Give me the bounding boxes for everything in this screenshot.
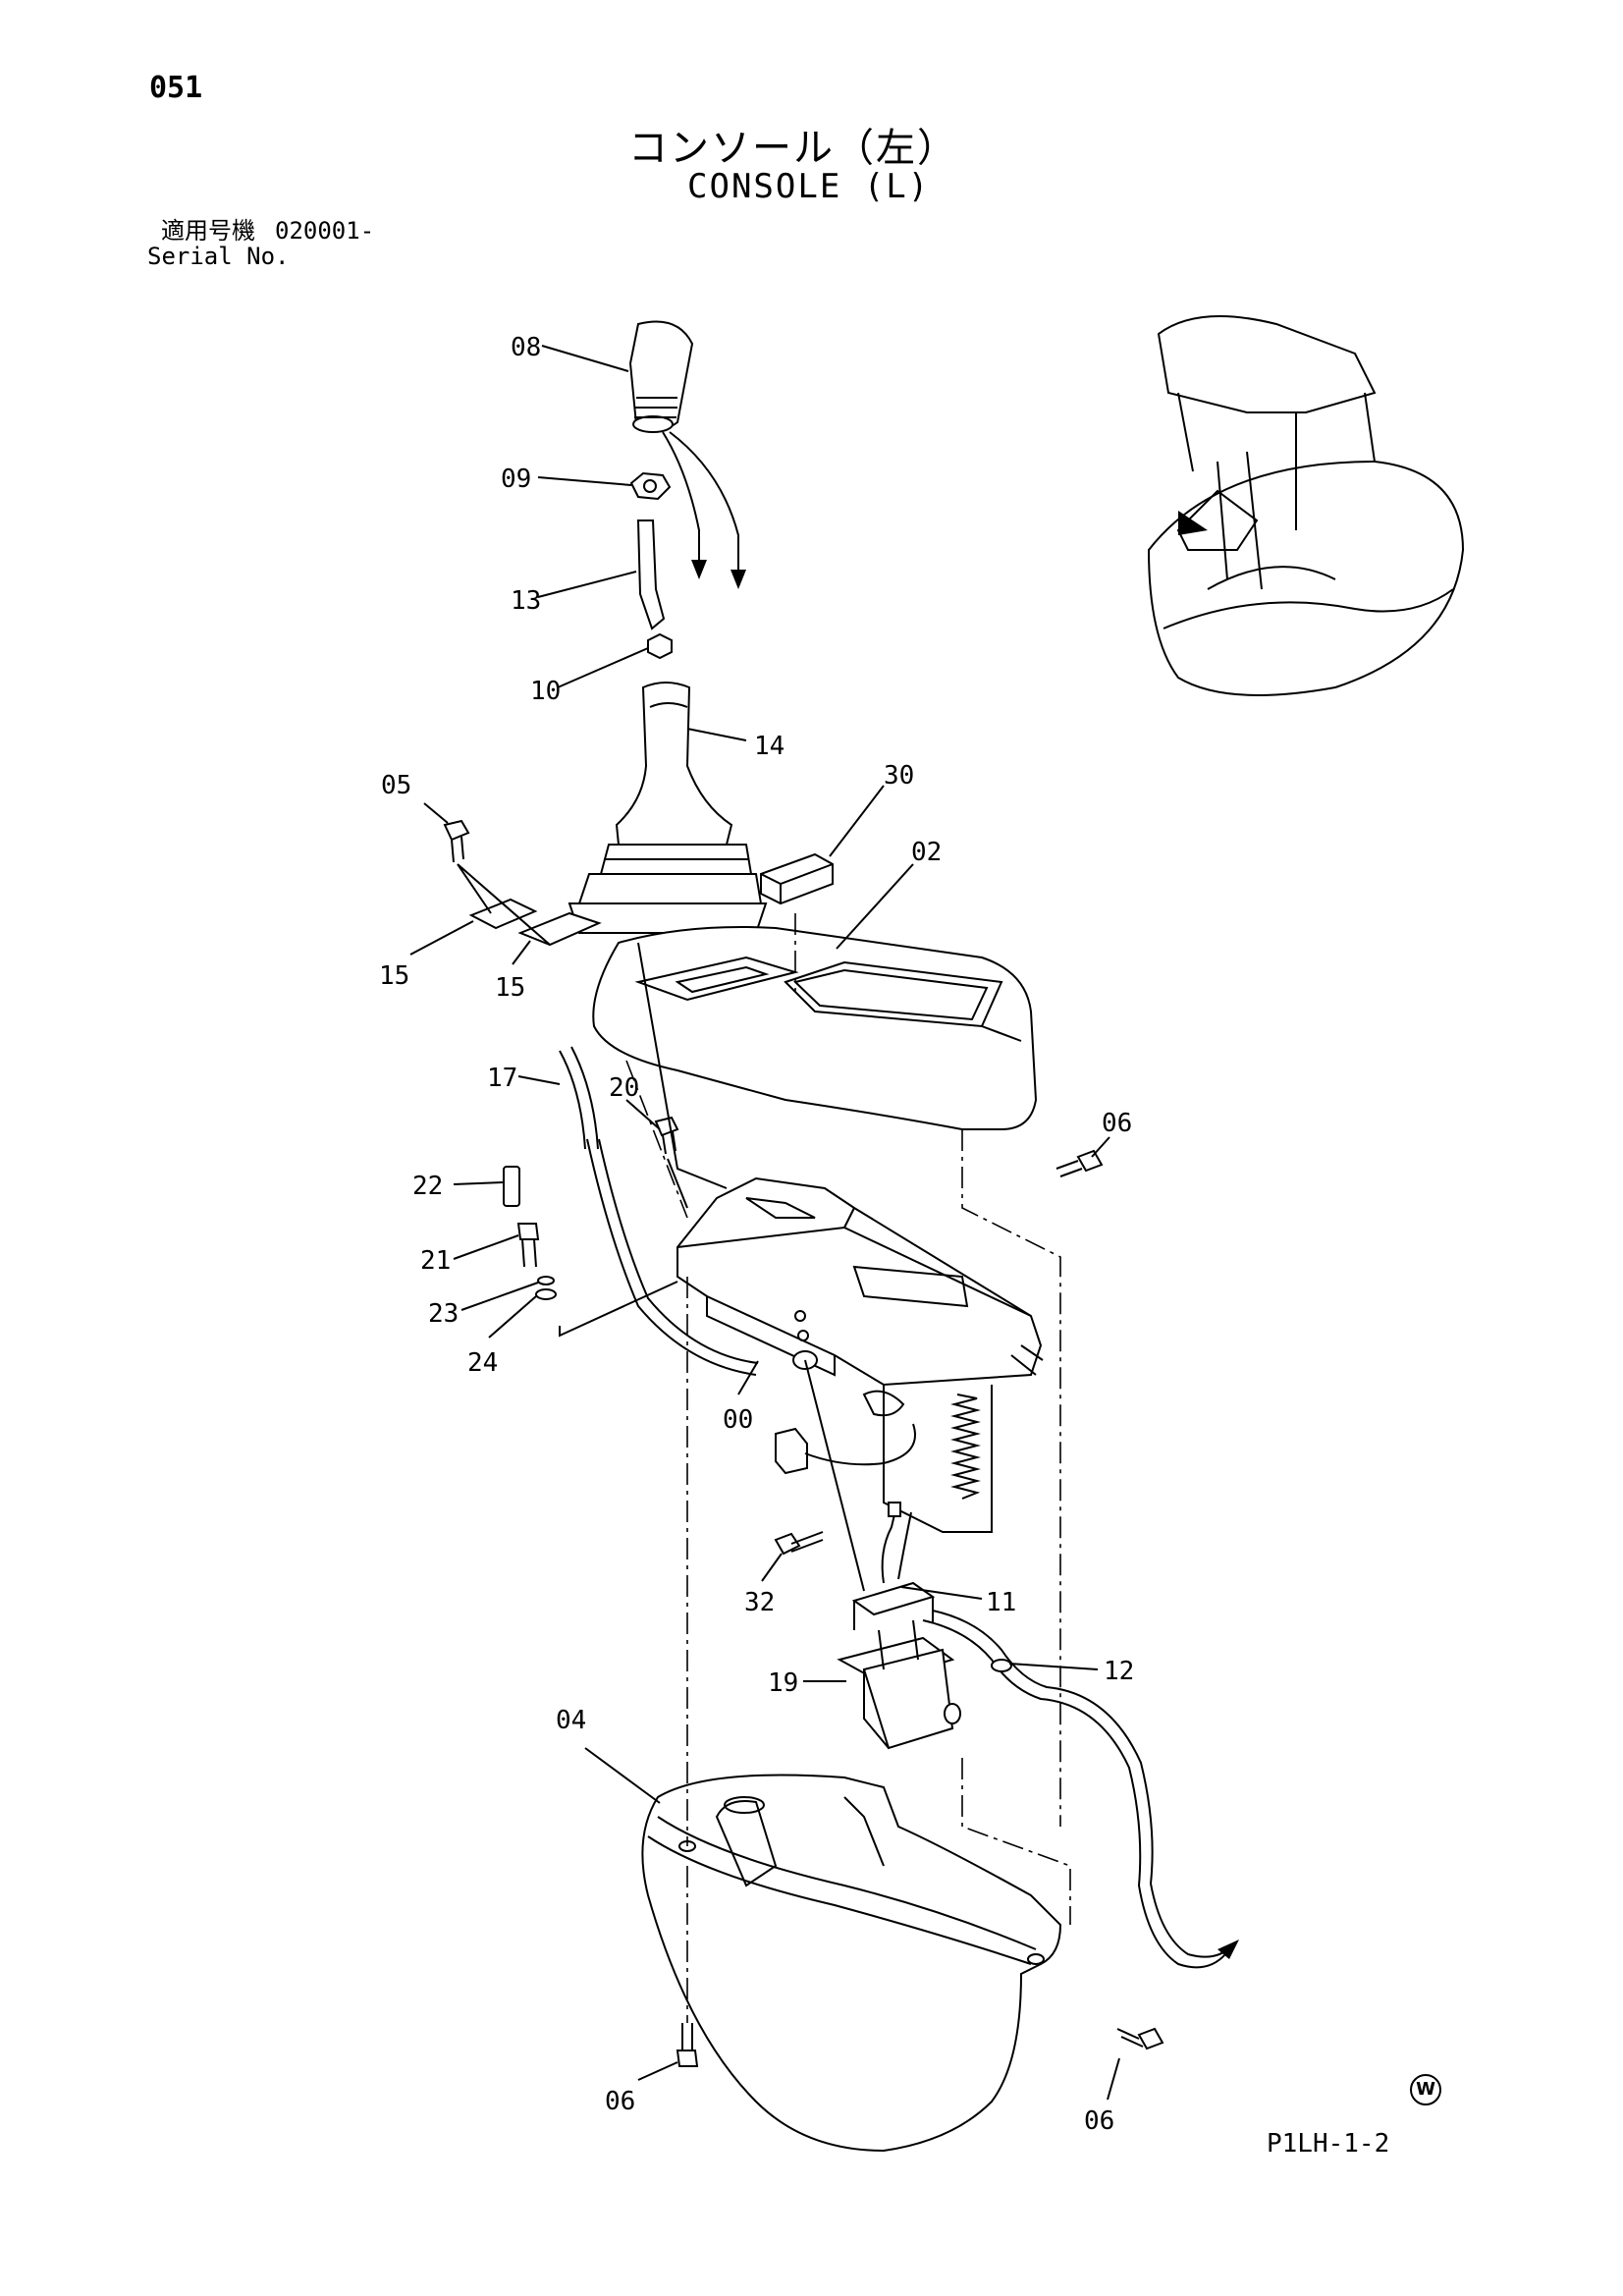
pin-22 xyxy=(503,1166,520,1207)
bolt-32 xyxy=(774,1531,824,1556)
harness-17 xyxy=(559,1046,759,1376)
callout-05: 05 xyxy=(381,771,411,800)
callout-19: 19 xyxy=(768,1668,798,1698)
callout-06-lower-right: 06 xyxy=(1084,2106,1114,2136)
grip-knob xyxy=(628,320,746,589)
serial-block: 適用号機 020001- Serial No. xyxy=(147,218,374,269)
callout-labels: 08 09 13 10 14 05 30 02 15 15 17 20 06 2… xyxy=(379,333,1134,2136)
drawing-code: P1LH-1-2 xyxy=(1267,2129,1390,2159)
callout-06-lower-left: 06 xyxy=(605,2087,635,2116)
bolt-06-lower-left xyxy=(676,2023,699,2067)
callout-10: 10 xyxy=(530,677,561,706)
wire-11 xyxy=(881,1502,912,1584)
bolt-06-upper xyxy=(1055,1149,1104,1177)
callout-23: 23 xyxy=(428,1299,459,1329)
bolt-21 xyxy=(516,1223,540,1268)
callout-12: 12 xyxy=(1104,1657,1134,1686)
callout-06-upper: 06 xyxy=(1102,1109,1132,1138)
callout-17: 17 xyxy=(487,1064,517,1093)
switch-19 xyxy=(837,1581,961,1750)
callout-30: 30 xyxy=(884,761,914,791)
w-mark: W xyxy=(1410,2074,1441,2105)
console-cover xyxy=(592,926,1038,1130)
bolt-06-lower-right xyxy=(1116,2027,1164,2050)
bracket-assembly xyxy=(676,1176,1044,1533)
page-title-jp: コンソール（左） xyxy=(628,126,958,171)
callout-09: 09 xyxy=(501,465,531,494)
page-number: 051 xyxy=(149,71,203,105)
serial-label-en: Serial No. xyxy=(147,243,290,270)
callout-14: 14 xyxy=(754,732,784,761)
serial-value: 020001- xyxy=(275,217,375,245)
callout-11: 11 xyxy=(986,1588,1016,1617)
pipe-13 xyxy=(636,519,666,630)
wire-connector xyxy=(775,1390,916,1475)
callout-13: 13 xyxy=(511,586,541,616)
page-title-en: CONSOLE (L) xyxy=(687,167,931,206)
callout-32: 32 xyxy=(744,1588,775,1617)
callout-21: 21 xyxy=(420,1246,451,1276)
cable-12 xyxy=(922,1610,1239,1969)
nut-10 xyxy=(647,632,673,660)
callout-04: 04 xyxy=(556,1706,586,1735)
callout-20: 20 xyxy=(609,1073,639,1103)
bolt-20 xyxy=(654,1116,679,1155)
spring xyxy=(950,1394,981,1500)
callout-08: 08 xyxy=(511,333,541,362)
callout-00: 00 xyxy=(723,1405,753,1435)
bolt-05 xyxy=(443,819,470,863)
machine-inset-view xyxy=(1147,315,1465,696)
callout-22: 22 xyxy=(412,1172,443,1201)
callout-24: 24 xyxy=(467,1348,498,1378)
plates-15 xyxy=(457,863,602,947)
nut-09 xyxy=(629,471,672,501)
serial-label-jp: 適用号機 xyxy=(161,217,255,245)
callout-02: 02 xyxy=(911,838,942,867)
assembly-lines xyxy=(559,913,1071,2023)
callout-15-left: 15 xyxy=(379,961,409,991)
switch-30 xyxy=(760,852,834,905)
washer-23-24 xyxy=(535,1276,557,1300)
lever-boot xyxy=(568,682,768,934)
callout-15-right: 15 xyxy=(495,973,525,1003)
lower-cover xyxy=(641,1774,1062,2153)
leader-lines xyxy=(409,345,1120,2101)
